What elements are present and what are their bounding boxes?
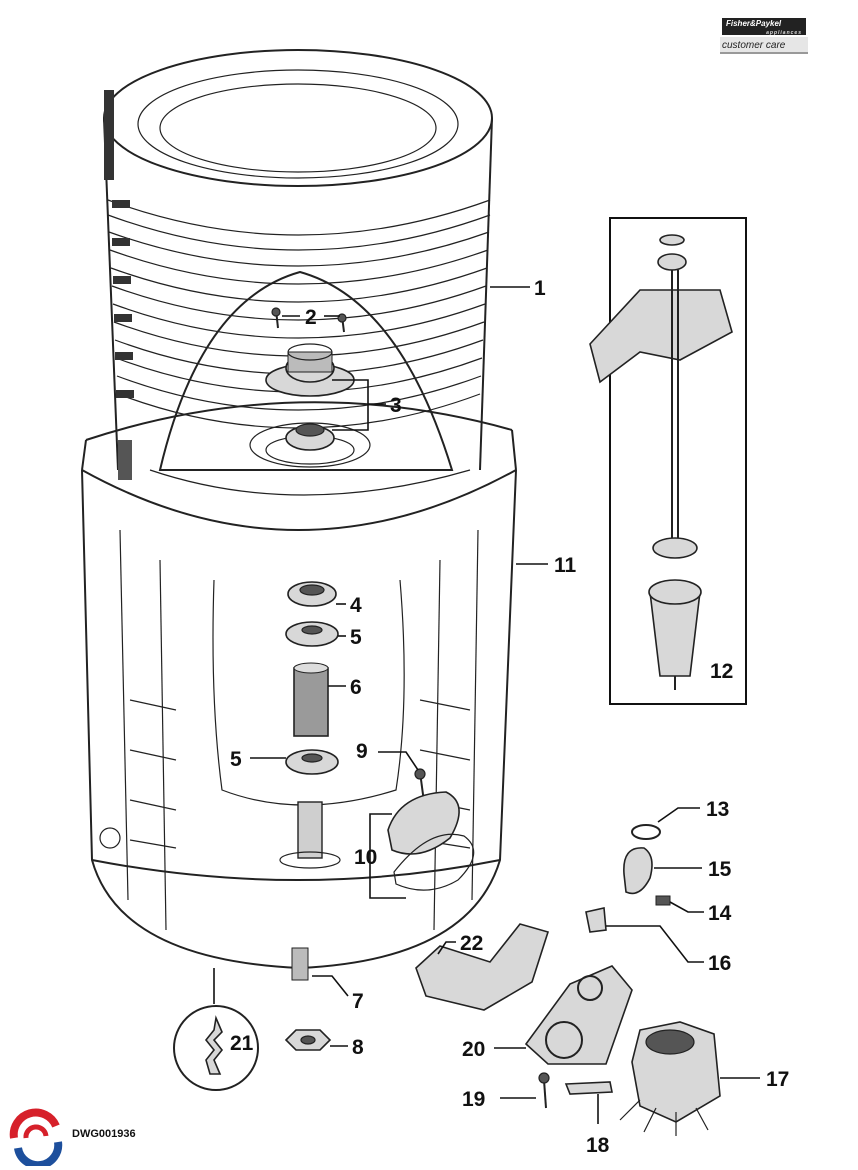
callout-6: 6 xyxy=(350,676,362,699)
drawing-id: DWG001936 xyxy=(72,1128,136,1140)
callout-20: 20 xyxy=(462,1038,485,1061)
callout-5-upper: 5 xyxy=(350,626,362,649)
callout-1: 1 xyxy=(534,277,546,300)
callout-12: 12 xyxy=(710,660,733,683)
callout-14: 14 xyxy=(708,902,732,925)
callout-7: 7 xyxy=(352,990,364,1013)
callout-15: 15 xyxy=(708,858,732,881)
brand-name: Fisher&Paykel appliances xyxy=(722,18,806,36)
base-parts xyxy=(415,923,633,1109)
agitator-inset xyxy=(589,217,747,705)
callout-22: 22 xyxy=(460,932,483,955)
drive-hub xyxy=(265,343,355,465)
callout-9: 9 xyxy=(356,740,368,763)
callout-21: 21 xyxy=(230,1032,254,1055)
leader-lines xyxy=(213,286,760,1124)
bearing-stack xyxy=(279,581,341,869)
wash-tub xyxy=(103,49,493,496)
brand-logo: Fisher&Paykel appliances customer care xyxy=(720,18,808,56)
pump-parts xyxy=(585,824,721,1136)
callout-18: 18 xyxy=(586,1134,610,1157)
callout-2: 2 xyxy=(305,306,317,329)
clamp-assembly xyxy=(387,768,475,891)
brand-subtitle: appliances xyxy=(766,30,802,36)
brand-customer-care: customer care xyxy=(720,37,808,54)
company-logo-icon xyxy=(9,1108,63,1166)
callout-16: 16 xyxy=(708,952,731,975)
callout-4: 4 xyxy=(350,594,362,617)
callout-17: 17 xyxy=(766,1068,789,1091)
callout-11: 11 xyxy=(554,554,577,577)
lower-fasteners xyxy=(173,947,332,1091)
callout-8: 8 xyxy=(352,1036,364,1059)
callout-5-lower: 5 xyxy=(230,748,242,771)
callout-13: 13 xyxy=(706,798,729,821)
callout-labels: 1 2 3 4 5 6 5 7 8 9 10 11 12 13 14 15 16… xyxy=(230,277,789,1157)
callout-10: 10 xyxy=(354,846,377,869)
callout-3: 3 xyxy=(390,394,402,417)
callout-19: 19 xyxy=(462,1088,485,1111)
